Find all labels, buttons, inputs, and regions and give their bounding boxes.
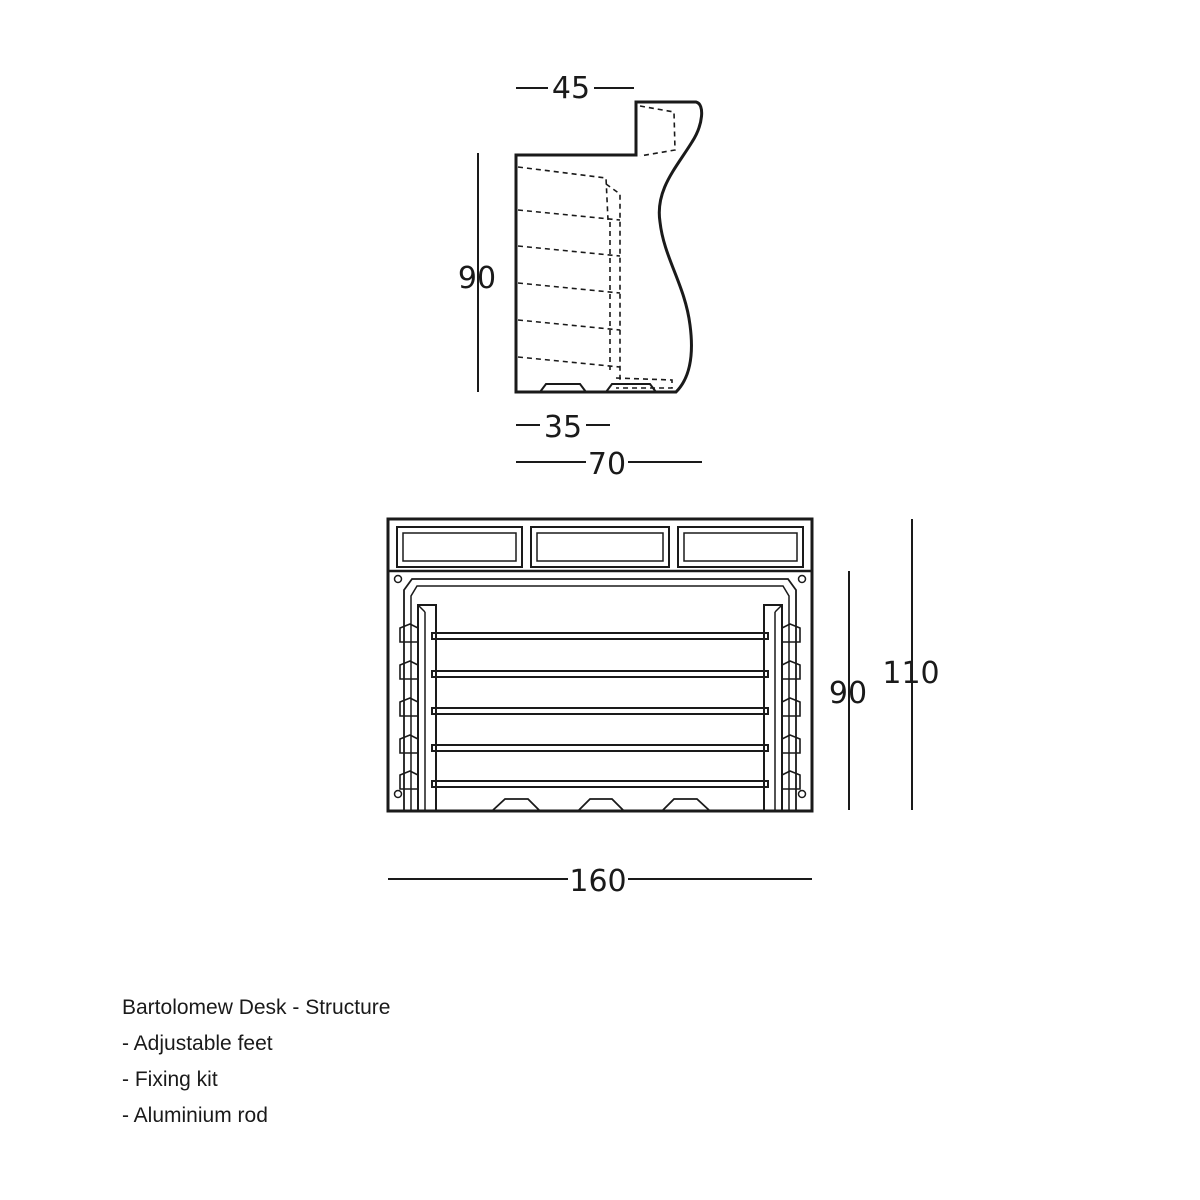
dim-label-35: 35 [544, 410, 582, 445]
inner-frame [403, 578, 797, 811]
notes-title: Bartolomew Desk - Structure [122, 996, 391, 1019]
notes-item: - Fixing kit [122, 1068, 218, 1091]
notes-item: - Adjustable feet [122, 1032, 273, 1055]
notes-item: - Aluminium rod [122, 1104, 268, 1127]
dim-label-90-side: 90 [458, 261, 496, 296]
top-compartments [396, 526, 804, 568]
screw-icon [393, 574, 403, 584]
screw-icon [797, 574, 807, 584]
dim-label-70: 70 [588, 447, 626, 482]
adjustable-feet [491, 798, 711, 812]
front-outline [386, 517, 814, 813]
side-view [477, 87, 704, 463]
dim-label-90-front: 90 [829, 676, 867, 711]
front-view [386, 517, 913, 880]
side-base-notch [539, 383, 587, 393]
dim-label-160: 160 [569, 864, 626, 899]
dim-label-110: 110 [882, 656, 939, 691]
rod-brackets [399, 623, 801, 790]
side-hidden-lines [517, 105, 676, 389]
screw-icon [393, 789, 403, 799]
aluminium-rods [431, 632, 769, 788]
product-notes: Bartolomew Desk - Structure - Adjustable… [122, 990, 390, 1134]
side-profile-outline [514, 100, 704, 394]
dim-label-45: 45 [552, 71, 590, 106]
screw-icon [797, 789, 807, 799]
